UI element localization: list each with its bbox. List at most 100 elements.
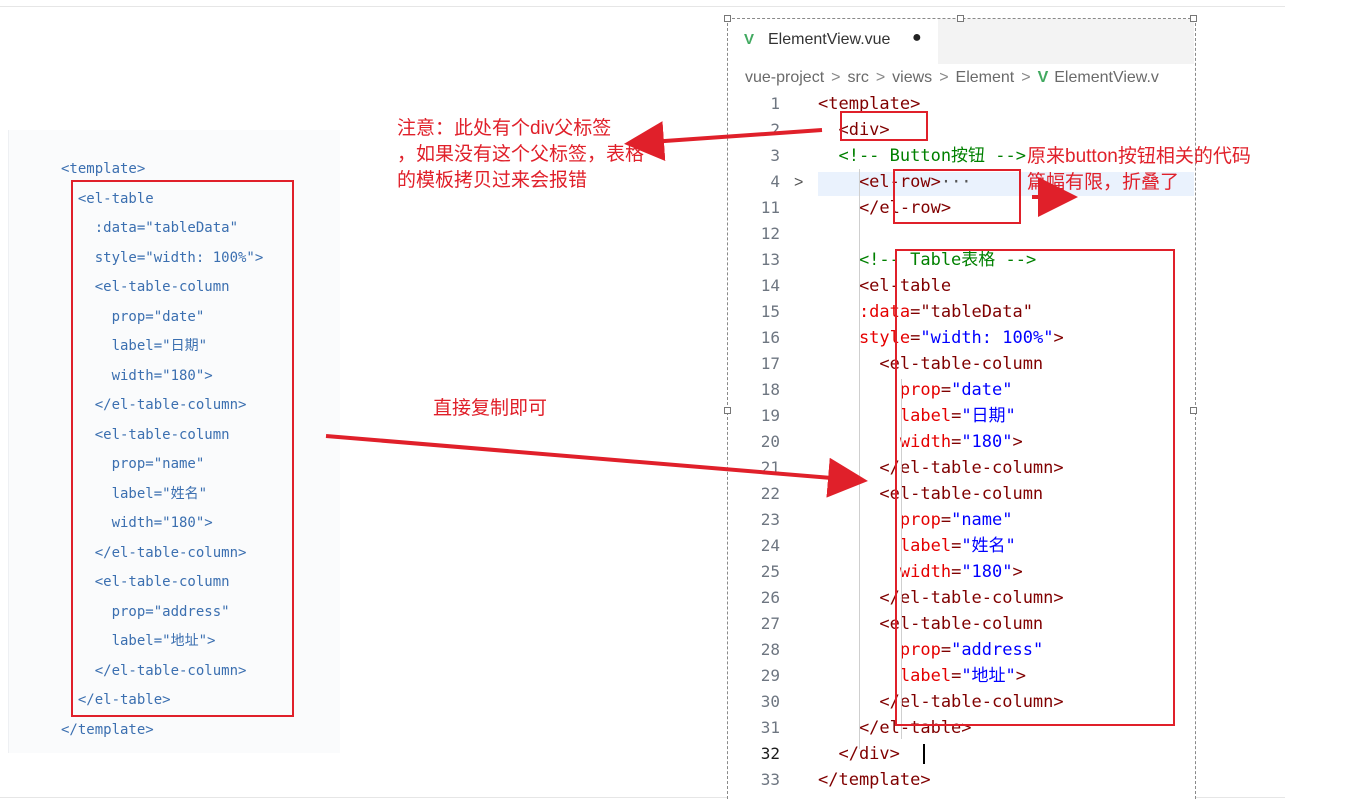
code-line[interactable]: <el-table	[818, 273, 951, 299]
code-token: "name"	[951, 510, 1013, 530]
selection-handle[interactable]	[1190, 407, 1197, 414]
code-token: </el-table-column>	[818, 692, 1064, 712]
code-token: >	[1012, 432, 1023, 452]
line-number: 31	[760, 718, 780, 737]
fold-expand-icon[interactable]: >	[794, 174, 804, 191]
line-number: 16	[760, 328, 780, 347]
code-line[interactable]: <el-table-column	[818, 481, 1043, 507]
tab-elementview[interactable]: V ElementView.vue ●	[728, 19, 938, 64]
code-line[interactable]: </el-table-column>	[818, 455, 1064, 481]
code-token: =	[940, 380, 952, 400]
code-line[interactable]: prop="date"	[818, 377, 1013, 403]
code-token: "address"	[951, 640, 1044, 660]
selection-handle[interactable]	[724, 407, 731, 414]
code-line[interactable]: prop="address"	[818, 637, 1043, 663]
code-token: ="tableData"	[910, 302, 1033, 322]
selection-handle[interactable]	[1190, 15, 1197, 22]
code-line[interactable]: </el-table>	[818, 715, 972, 741]
line-number: 26	[760, 588, 780, 607]
doc-el-table-box	[71, 180, 294, 717]
note-line: ，如果没有这个父标签，表格	[397, 144, 645, 165]
line-number: 18	[760, 380, 780, 399]
indent-guide	[901, 379, 902, 739]
line-number: 11	[760, 198, 780, 217]
code-token: width	[818, 562, 952, 582]
code-line[interactable]: </template>	[818, 767, 931, 793]
breadcrumb-item[interactable]: views	[892, 69, 933, 86]
doc-code-line: width="180">	[61, 515, 213, 531]
code-line[interactable]: <el-table-column	[818, 611, 1043, 637]
doc-code-line: </template>	[61, 721, 154, 738]
code-line[interactable]: label="日期"	[818, 403, 1016, 429]
code-line[interactable]: <!-- Button按钮 -->	[818, 143, 1026, 169]
code-token: "date"	[951, 380, 1013, 400]
breadcrumb-item[interactable]: ElementView.v	[1054, 69, 1159, 86]
bottom-divider	[0, 797, 1285, 798]
code-line[interactable]: width="180">	[818, 559, 1023, 585]
doc-code-line: :data="tableData"	[61, 220, 239, 236]
doc-code-line: </el-table-column>	[61, 662, 247, 679]
code-line[interactable]: <el-table-column	[818, 351, 1043, 377]
code-token: >	[1012, 562, 1023, 582]
code-token: <el-row>	[818, 172, 941, 192]
line-number: 1	[770, 94, 780, 113]
code-token: label	[818, 406, 952, 426]
code-line[interactable]: label="姓名"	[818, 533, 1016, 559]
doc-code-line: label="地址">	[61, 633, 216, 649]
breadcrumb-item[interactable]: Element	[955, 69, 1015, 86]
arrow-to-div-note	[624, 121, 823, 161]
note-copy-directly: 直接复制即可	[433, 398, 548, 419]
selection-handle[interactable]	[724, 15, 731, 22]
code-token: "姓名"	[961, 536, 1016, 556]
code-token: label	[818, 536, 952, 556]
code-line[interactable]: </el-table-column>	[818, 689, 1064, 715]
code-token: =	[951, 666, 962, 686]
code-line[interactable]: <div>	[818, 117, 889, 143]
folded-row-box	[893, 169, 1021, 224]
code-line[interactable]: style="width: 100%">	[818, 325, 1064, 351]
breadcrumb-item[interactable]: src	[847, 69, 869, 86]
doc-code-line: width="180">	[61, 367, 213, 384]
code-token: <!-- Table表格 -->	[818, 250, 1037, 270]
top-divider	[0, 6, 1285, 7]
code-token: </div>	[818, 744, 900, 764]
code-line[interactable]: <template>	[818, 91, 920, 117]
code-token: "日期"	[961, 406, 1016, 426]
code-line[interactable]: <el-row>···	[818, 169, 972, 195]
code-line[interactable]: <!-- Table表格 -->	[818, 247, 1036, 273]
doc-code-line: label="姓名"	[61, 485, 208, 502]
code-token: prop	[818, 510, 941, 530]
current-line-highlight	[818, 172, 1194, 196]
code-token: :data	[818, 302, 911, 322]
code-line[interactable]: </el-row>	[818, 195, 951, 221]
doc-code-line: <el-table	[61, 190, 154, 207]
code-token: prop	[818, 640, 941, 660]
note-div-parent: 注意：此处有个div父标签 ，如果没有这个父标签，表格 的模板拷贝过来会报错	[397, 116, 687, 194]
doc-code-line: prop="address"	[61, 603, 230, 620]
line-number: 33	[760, 770, 780, 789]
line-number: 15	[760, 302, 780, 321]
code-line[interactable]: </div>	[818, 741, 900, 767]
code-token: </el-table-column>	[818, 588, 1064, 608]
code-token: "width: 100%"	[920, 328, 1054, 348]
code-line[interactable]: :data="tableData"	[818, 299, 1033, 325]
breadcrumb-item[interactable]: vue-project	[745, 69, 825, 86]
code-token: =	[940, 510, 952, 530]
line-number: 4	[770, 172, 780, 191]
tab-title: ElementView.vue	[768, 31, 891, 48]
code-line[interactable]: label="地址">	[818, 663, 1026, 689]
doc-code-panel: <template> <el-table :data="tableData" s…	[8, 130, 340, 753]
line-number: 19	[760, 406, 780, 425]
unsaved-dot-icon[interactable]: ●	[912, 29, 922, 46]
code-line[interactable]: </el-table-column>	[818, 585, 1064, 611]
code-line[interactable]: prop="name"	[818, 507, 1013, 533]
code-token: <el-table-column	[818, 614, 1044, 634]
code-token: =	[940, 640, 952, 660]
selection-handle[interactable]	[957, 15, 964, 22]
code-token: style	[818, 328, 911, 348]
code-token: </el-table-column>	[818, 458, 1064, 478]
code-line[interactable]: width="180">	[818, 429, 1023, 455]
breadcrumb-sep-icon: >	[939, 69, 949, 86]
